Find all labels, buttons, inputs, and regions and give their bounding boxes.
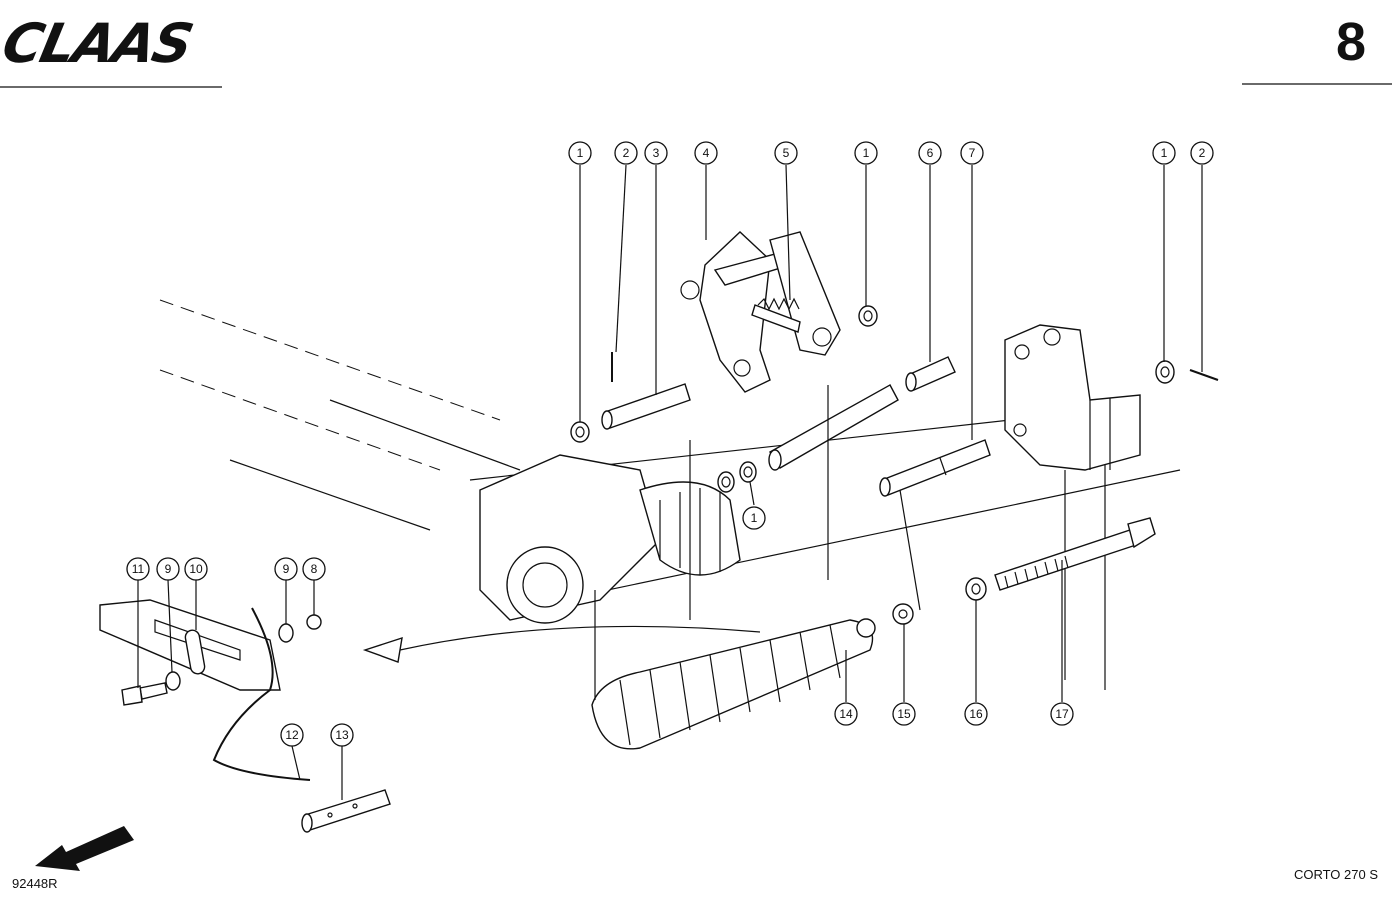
small-spring <box>757 297 800 311</box>
assembly-arrow-head <box>362 636 403 663</box>
svg-text:6: 6 <box>927 146 934 160</box>
svg-text:9: 9 <box>283 562 290 576</box>
svg-text:15: 15 <box>897 707 911 721</box>
assembly-arrow-line <box>399 625 761 651</box>
hex-bolt <box>121 682 168 706</box>
callout: 8 <box>302 557 326 581</box>
callout: 7 <box>960 141 984 165</box>
callout: 9 <box>274 557 298 581</box>
leader-lines <box>137 164 1203 800</box>
spring-pin-rod <box>879 439 991 497</box>
washer <box>165 671 181 691</box>
callout: 17 <box>1050 702 1074 726</box>
washer <box>278 623 294 643</box>
nut <box>306 614 322 630</box>
callout: 5 <box>774 141 798 165</box>
bush <box>905 356 956 392</box>
svg-text:2: 2 <box>1199 146 1206 160</box>
callout: 2 <box>1190 141 1214 165</box>
callout: 4 <box>694 141 718 165</box>
callout: 1 <box>742 506 766 530</box>
callout: 16 <box>964 702 988 726</box>
slotted-plate <box>99 599 281 691</box>
washer <box>739 461 757 483</box>
gearbox-housing <box>479 454 741 624</box>
mounting-bracket <box>1004 324 1141 690</box>
svg-text:8: 8 <box>311 562 318 576</box>
callout: 14 <box>834 702 858 726</box>
callout: 15 <box>892 702 916 726</box>
callout: 1 <box>1152 141 1176 165</box>
svg-text:16: 16 <box>969 707 983 721</box>
callout: 9 <box>156 557 180 581</box>
figure-reference: 92448R <box>12 876 58 891</box>
washer <box>858 305 878 327</box>
washer <box>965 577 987 601</box>
svg-text:17: 17 <box>1055 707 1069 721</box>
orientation-arrow-icon <box>35 826 134 871</box>
washer <box>1155 360 1175 384</box>
rocker-arm <box>680 231 802 393</box>
page-number: 8 <box>1335 12 1366 72</box>
svg-text:2: 2 <box>623 146 630 160</box>
callout: 1 <box>568 141 592 165</box>
locking-pin <box>301 789 391 833</box>
svg-text:3: 3 <box>653 146 660 160</box>
long-shaft <box>768 384 899 471</box>
svg-text:11: 11 <box>132 562 145 576</box>
long-bolt <box>994 517 1156 591</box>
svg-text:4: 4 <box>703 146 710 160</box>
callout: 2 <box>614 141 638 165</box>
split-pin <box>1189 369 1219 381</box>
washer <box>570 421 590 443</box>
callout: 11 <box>126 557 150 581</box>
svg-text:14: 14 <box>839 707 853 721</box>
compression-spring <box>591 618 876 750</box>
svg-text:12: 12 <box>285 728 299 742</box>
svg-text:5: 5 <box>783 146 790 160</box>
svg-text:1: 1 <box>751 511 758 525</box>
svg-text:1: 1 <box>863 146 870 160</box>
strap-cable <box>212 607 311 781</box>
svg-text:13: 13 <box>335 728 349 742</box>
callout: 10 <box>184 557 208 581</box>
callout: 1 <box>854 141 878 165</box>
svg-text:7: 7 <box>969 146 976 160</box>
callout: 3 <box>644 141 668 165</box>
nut <box>892 603 914 625</box>
callout: 12 <box>280 723 304 747</box>
svg-text:9: 9 <box>165 562 172 576</box>
callout: 6 <box>918 141 942 165</box>
callout: 13 <box>330 723 354 747</box>
svg-text:1: 1 <box>577 146 584 160</box>
svg-text:10: 10 <box>189 562 203 576</box>
model-name: CORTO 270 S <box>1293 867 1378 882</box>
washer <box>717 471 735 493</box>
svg-text:1: 1 <box>1161 146 1168 160</box>
link-plate <box>751 231 841 356</box>
pivot-pin <box>601 383 691 430</box>
